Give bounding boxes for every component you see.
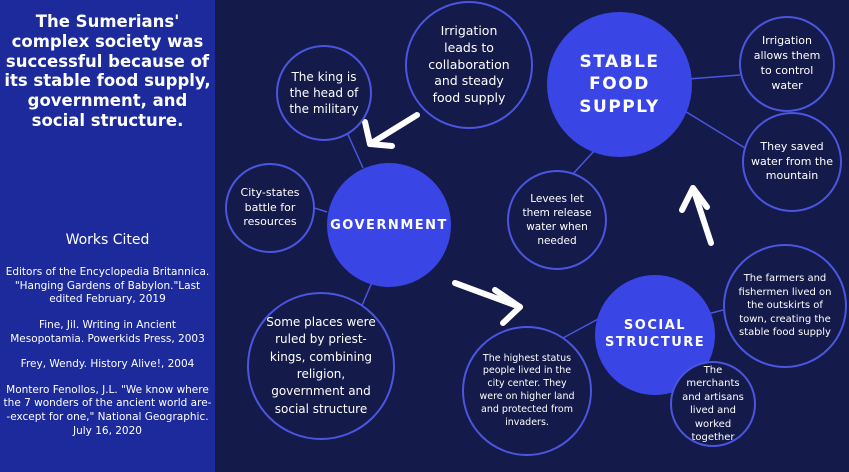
- node-merchants: The merchants and artisans lived and wor…: [670, 361, 756, 447]
- node-priest-kings: Some places were ruled by priest-kings, …: [247, 292, 395, 440]
- node-highest-status: The highest status people lived in the c…: [462, 326, 592, 456]
- concept-map: Irrigation leads to collaboration and st…: [215, 0, 849, 472]
- sidebar-panel: The Sumerians' complex society was succe…: [0, 0, 215, 472]
- arrow-to-stable-food-supply: [679, 185, 714, 246]
- works-cited-list: Editors of the Encyclopedia Britannica. …: [0, 266, 215, 450]
- node-saved-water: They saved water from the mountain: [742, 112, 842, 212]
- node-farmers: The farmers and fishermen lived on the o…: [723, 244, 847, 368]
- arrow-to-government: [362, 112, 420, 149]
- node-king: The king is the head of the military: [276, 45, 372, 141]
- node-city-states: City-states battle for resources: [225, 163, 315, 253]
- works-cited-entry: Editors of the Encyclopedia Britannica. …: [5, 266, 210, 306]
- hub-government: GOVERNMENT: [327, 163, 451, 287]
- connector-line: [674, 104, 746, 149]
- thesis-statement: The Sumerians' complex society was succe…: [4, 12, 211, 130]
- works-cited-entry: Montero Fenollos, J.L. "We know where th…: [3, 383, 212, 437]
- works-cited-title: Works Cited: [65, 232, 150, 248]
- works-cited-entry: Fine, Jil. Writing in Ancient Mesopotami…: [10, 318, 205, 345]
- connector-line: [571, 149, 596, 176]
- works-cited-entry: Frey, Wendy. History Alive!, 2004: [20, 358, 195, 371]
- node-irrigation-control: Irrigation allows them to control water: [739, 16, 835, 112]
- node-levees: Levees let them release water when neede…: [507, 170, 607, 270]
- hub-stable-food-supply: STABLE FOOD SUPPLY: [547, 12, 692, 157]
- connector-line: [344, 127, 364, 169]
- node-irrigation-collaboration: Irrigation leads to collaboration and st…: [405, 1, 533, 129]
- arrow-to-social-structure: [452, 280, 523, 326]
